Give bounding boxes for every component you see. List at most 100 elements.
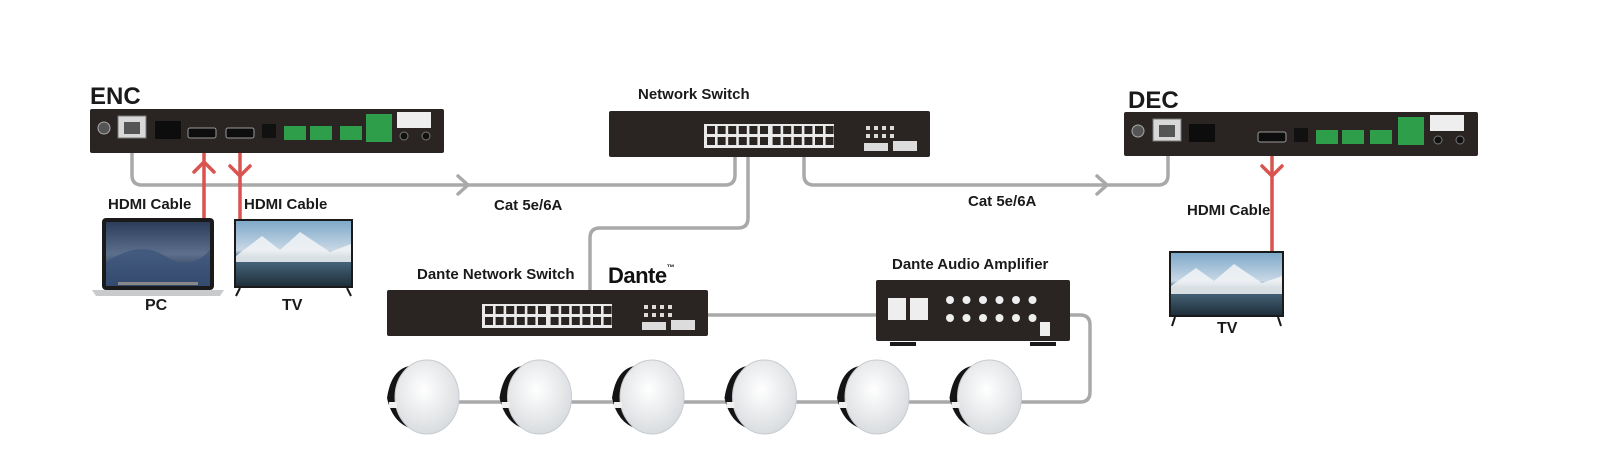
ethernet-port	[825, 137, 834, 145]
fiber-port	[155, 121, 181, 139]
ethernet-port	[760, 126, 768, 134]
ethernet-port	[571, 317, 580, 325]
ethernet-port	[793, 137, 802, 145]
amp-knob	[979, 296, 987, 304]
ethernet-port	[760, 137, 768, 145]
hdmi-cables	[192, 138, 1284, 255]
amp-knob	[1028, 314, 1037, 322]
tv-left	[234, 219, 353, 297]
cat-cable-right-label: Cat 5e/6A	[968, 193, 1037, 210]
dante-network-switch-label: Dante Network Switch	[417, 266, 575, 283]
ethernet-port	[593, 306, 601, 314]
ceiling-speaker	[949, 359, 1022, 435]
hdmi-arrow-down-dec	[1260, 164, 1284, 178]
tv-left-label: TV	[282, 297, 303, 314]
dec-device	[1124, 112, 1478, 156]
tv-right	[1169, 251, 1284, 327]
dante-audio-amplifier-label: Dante Audio Amplifier	[892, 256, 1049, 273]
amp-knob	[1012, 314, 1020, 322]
amp-knob	[1028, 296, 1037, 304]
ethernet-port	[550, 317, 559, 325]
hdmi-cable-tv-label: HDMI Cable	[244, 196, 328, 213]
ethernet-port	[793, 126, 802, 134]
hdmi-in-port	[187, 127, 217, 139]
dc-power-port	[97, 121, 111, 135]
spdif-port	[262, 124, 276, 138]
ethernet-port	[749, 137, 758, 145]
ethernet-port	[527, 317, 536, 325]
pc-laptop	[92, 218, 224, 296]
hdmi-cable-dec-label: HDMI Cable	[1187, 202, 1271, 219]
dc-power-port	[1131, 124, 1145, 138]
ethernet-port	[603, 306, 612, 314]
cat-cables	[130, 138, 1170, 404]
ceiling-speaker	[837, 359, 910, 435]
ethernet-port	[506, 317, 515, 325]
pc-label: PC	[145, 297, 168, 314]
ethernet-port	[516, 317, 525, 325]
amp-knob	[979, 314, 987, 322]
fiber-port	[1189, 124, 1215, 142]
ethernet-port	[804, 137, 813, 145]
ethernet-port	[571, 306, 580, 314]
dante-logo-text: Dante	[608, 263, 667, 288]
ethernet-port	[561, 317, 570, 325]
tv-right-label: TV	[1217, 320, 1238, 337]
amp-knob	[1012, 296, 1020, 304]
cat-cable-enc-to-switch	[130, 138, 737, 187]
ethernet-port	[527, 306, 536, 314]
dante-logo: Dante™	[608, 263, 675, 289]
audio-terminals	[1316, 117, 1424, 145]
hdmi-arrow-down-enc	[228, 164, 252, 178]
cat-arrow-right	[1095, 174, 1109, 196]
amp-knob	[946, 296, 954, 304]
ethernet-port	[738, 137, 747, 145]
enc-label: ENC	[90, 83, 141, 110]
ceiling-speaker	[499, 359, 572, 435]
ethernet-port	[506, 306, 515, 314]
ethernet-port	[538, 317, 546, 325]
cat-arrow-left	[456, 174, 470, 196]
ethernet-port	[783, 126, 792, 134]
ethernet-port	[717, 126, 726, 134]
speaker-cable	[438, 313, 1092, 404]
ethernet-port	[582, 317, 591, 325]
ethernet-port	[582, 306, 591, 314]
audio-terminals	[284, 114, 392, 142]
ceiling-speaker	[612, 359, 685, 435]
amp-knob	[995, 314, 1004, 322]
ethernet-port	[717, 137, 726, 145]
dante-network-switch	[387, 290, 708, 336]
hdmi-out-port	[1257, 131, 1287, 143]
cat-cable-left-label: Cat 5e/6A	[494, 197, 563, 214]
ethernet-port	[495, 306, 504, 314]
ethernet-port	[738, 126, 747, 134]
ethernet-port	[772, 126, 781, 134]
ethernet-port	[485, 317, 493, 325]
ceiling-speaker	[724, 359, 797, 435]
ethernet-port	[561, 306, 570, 314]
amp-knob	[946, 314, 954, 322]
network-switch-label: Network Switch	[638, 86, 750, 103]
ethernet-port	[815, 126, 823, 134]
amp-knob	[962, 314, 971, 322]
amp-knob	[962, 296, 971, 304]
hdmi-arrow-up	[192, 160, 216, 174]
cat-cable-switch-to-dec	[802, 146, 1170, 187]
cat-cable-switch-to-dante-switch	[588, 146, 750, 312]
ethernet-port	[825, 126, 834, 134]
hdmi-cable-pc-label: HDMI Cable	[108, 196, 192, 213]
hdmi-out-port	[225, 127, 255, 139]
ceiling-speakers	[387, 359, 1022, 435]
ethernet-port	[707, 126, 715, 134]
ethernet-port	[749, 126, 758, 134]
ethernet-port	[783, 137, 792, 145]
ethernet-port	[485, 306, 493, 314]
ethernet-port	[516, 306, 525, 314]
network-switch	[609, 111, 930, 157]
ethernet-port	[495, 317, 504, 325]
ethernet-port	[815, 137, 823, 145]
dante-trademark: ™	[666, 263, 675, 272]
ethernet-port	[550, 306, 559, 314]
